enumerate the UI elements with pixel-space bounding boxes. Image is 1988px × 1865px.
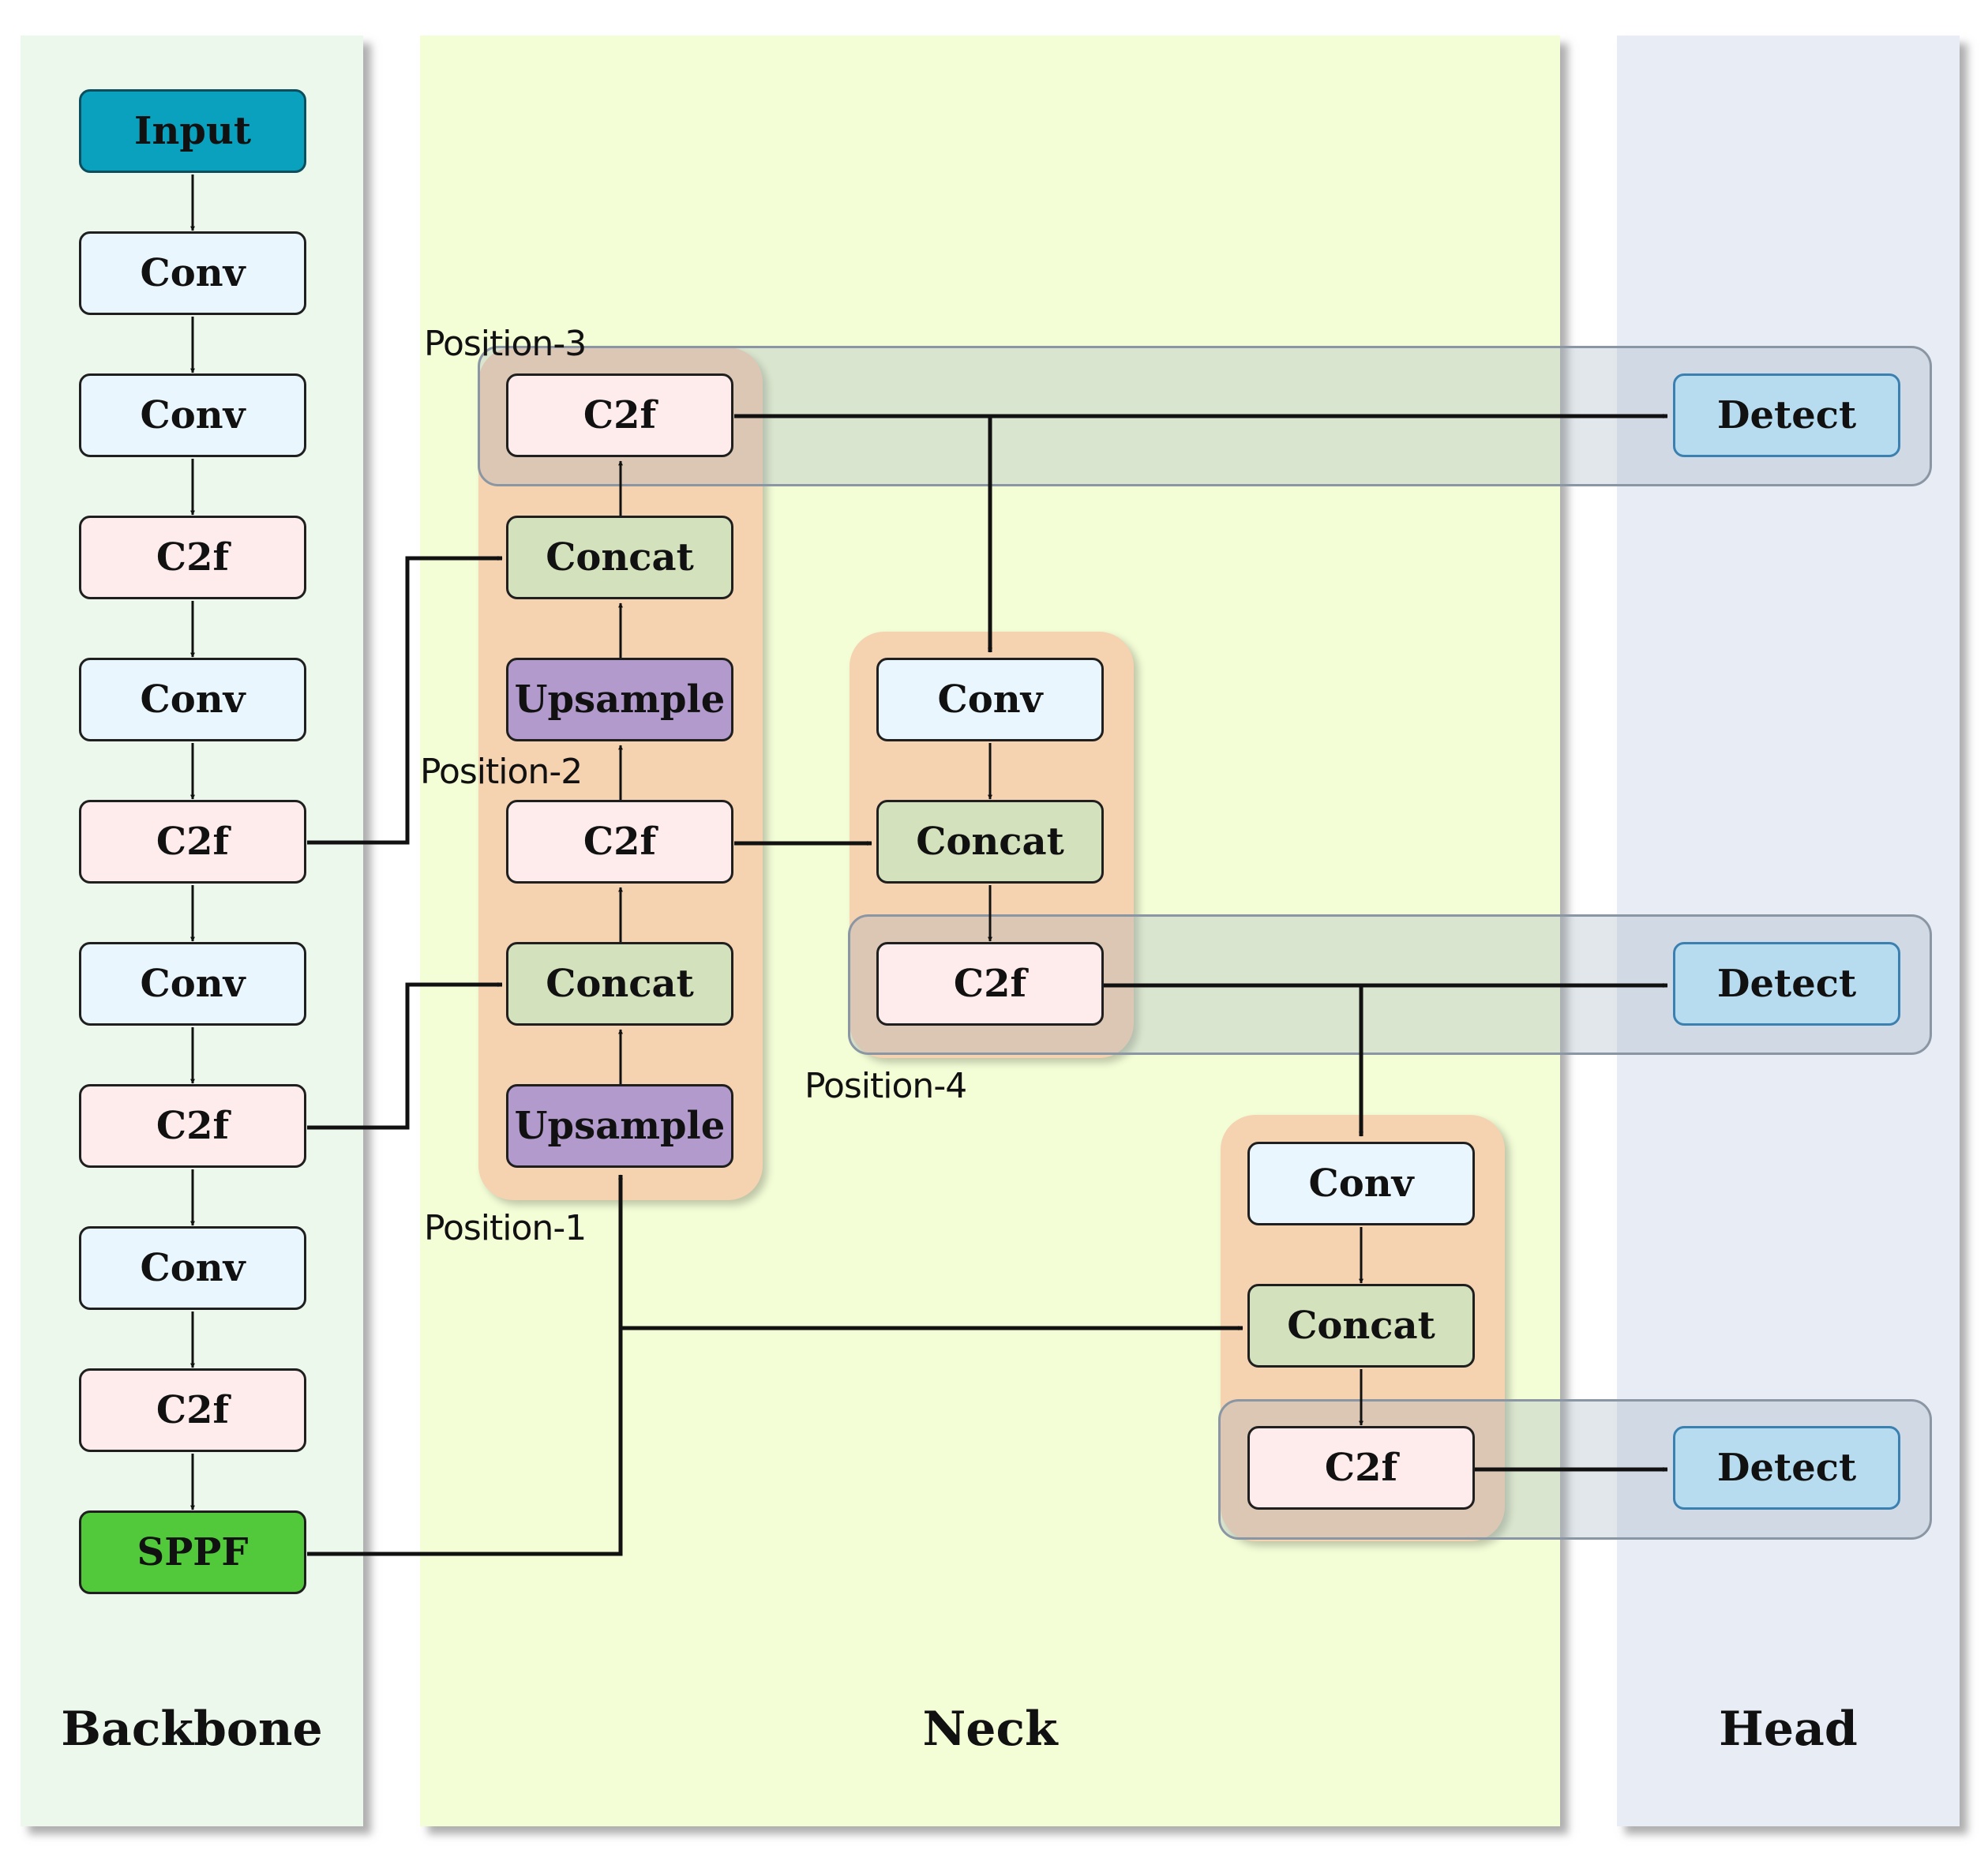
backbone-conv-node: Conv — [79, 373, 306, 457]
sppf-node: SPPF — [79, 1510, 306, 1594]
head-title: Head — [1719, 1702, 1858, 1757]
skip-c2f-to-concat2 — [307, 982, 503, 1130]
head-panel — [1617, 36, 1960, 1826]
backbone-c2f-node: C2f — [79, 516, 306, 599]
position-1-label: Position-1 — [424, 1208, 587, 1248]
sppf-to-upsample — [307, 1174, 623, 1556]
detect-node: Detect — [1673, 942, 1900, 1026]
backbone-c2f-node: C2f — [79, 800, 306, 884]
backbone-conv-node: Conv — [79, 1226, 306, 1310]
detect-node: Detect — [1673, 1426, 1900, 1510]
backbone-title: Backbone — [61, 1702, 323, 1757]
detect-node: Detect — [1673, 373, 1900, 457]
input-node: Input — [79, 89, 306, 173]
neck-c2f-node: C2f — [506, 373, 733, 457]
backbone-conv-node: Conv — [79, 658, 306, 741]
neck-upsample-node: Upsample — [506, 1084, 733, 1168]
backbone-conv-node: Conv — [79, 231, 306, 315]
neck-concat-node: Concat — [506, 516, 733, 599]
neck-title: Neck — [922, 1702, 1058, 1757]
backbone-c2f-node: C2f — [79, 1084, 306, 1168]
neck-conv-node: Conv — [876, 658, 1104, 741]
neck-concat-node: Concat — [876, 800, 1104, 884]
neck-concat-node: Concat — [1247, 1284, 1475, 1368]
position-4-label: Position-4 — [805, 1066, 967, 1106]
neck-c2f-node: C2f — [506, 800, 733, 884]
neck-upsample-node: Upsample — [506, 658, 733, 741]
position-2-label: Position-2 — [420, 752, 583, 792]
neck-conv-node: Conv — [1247, 1142, 1475, 1225]
backbone-c2f-node: C2f — [79, 1368, 306, 1452]
neck-c2f-node: C2f — [1247, 1426, 1475, 1510]
neck-c2f-node: C2f — [876, 942, 1104, 1026]
position-3-label: Position-3 — [424, 324, 587, 364]
neck-concat-node: Concat — [506, 942, 733, 1026]
backbone-conv-node: Conv — [79, 942, 306, 1026]
skip-c2f-to-concat1 — [307, 556, 503, 845]
